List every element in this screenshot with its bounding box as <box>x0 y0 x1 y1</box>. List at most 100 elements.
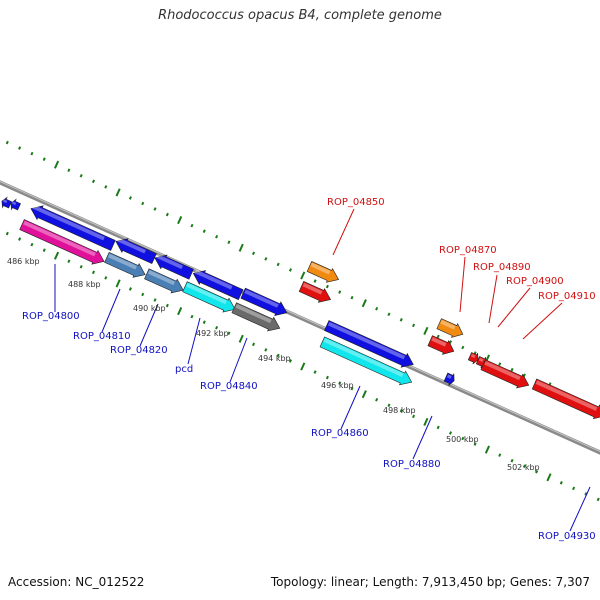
gene-rop-04850-body <box>298 281 332 303</box>
gene-arrow-b-body <box>115 238 157 265</box>
gene-rop-04880 <box>443 372 455 386</box>
lower-ruler-minor-tick <box>375 397 379 402</box>
lower-ruler-minor-tick <box>202 320 206 324</box>
lower-ruler-major-tick <box>115 279 121 288</box>
lower-ruler-major-tick <box>238 334 244 343</box>
gene-arrow-e-body <box>240 287 288 317</box>
gene-rop-04890 <box>467 352 479 365</box>
gene-features <box>1 196 600 420</box>
gene-label: ROP_04880 <box>383 459 441 470</box>
gene-rop-04870-shine <box>431 336 447 347</box>
gene-arrow-d-shine <box>194 269 233 290</box>
leader-line <box>332 208 355 256</box>
gene-rop-04870-body <box>427 335 455 355</box>
upper-ruler-minor-tick <box>276 262 280 267</box>
gene-label: pcd <box>175 364 193 375</box>
genome-backbone <box>0 180 600 455</box>
gene-label: ROP_04860 <box>311 428 369 439</box>
gene-rop-04890-body <box>467 352 479 365</box>
lower-ruler-major-tick <box>54 251 60 260</box>
lower-ruler-minor-tick <box>91 270 96 275</box>
gene-label: ROP_04850 <box>327 197 385 208</box>
gene-label: ROP_04870 <box>439 245 497 256</box>
gene-arrow-left-2 <box>10 198 21 211</box>
upper-ruler-major-tick <box>115 188 121 197</box>
upper-ruler-minor-tick <box>104 185 108 189</box>
upper-ruler-minor-tick <box>461 345 465 350</box>
gene-rop-04910 <box>480 359 530 389</box>
lower-ruler-minor-tick <box>153 298 157 302</box>
gene-arrow-left-1-body <box>1 196 12 209</box>
gene-rop-04840 <box>231 302 281 332</box>
gene-arrow-b-shine <box>117 237 146 254</box>
leader-line <box>340 385 361 430</box>
upper-ruler-minor-tick <box>387 312 391 317</box>
gene-rop-04850-orange <box>306 261 340 283</box>
gene-rop-04800 <box>19 219 105 265</box>
leader-line <box>522 302 563 340</box>
lower-ruler-minor-tick <box>584 492 588 496</box>
lower-ruler-minor-tick <box>350 386 354 391</box>
gene-rop-04870-orange <box>436 318 464 338</box>
leader-line <box>459 256 466 313</box>
gene-rop-04850-orange-shine <box>310 262 331 275</box>
gene-rop-04910-body <box>480 359 530 389</box>
lower-ruler-minor-tick <box>288 359 292 363</box>
lower-ruler-major-tick <box>423 417 429 426</box>
gene-rop-04800-body <box>19 219 105 265</box>
upper-ruler-minor-tick <box>399 318 403 322</box>
gene-label: ROP_04840 <box>200 381 258 392</box>
scale-label: 492 kbp <box>196 329 229 338</box>
upper-ruler-major-tick <box>423 326 429 335</box>
upper-ruler-minor-tick <box>5 140 9 145</box>
lower-ruler-major-tick <box>177 307 183 316</box>
leader-line <box>187 317 201 365</box>
lower-ruler-minor-tick <box>79 265 83 269</box>
gene-arrow-f <box>324 320 414 368</box>
leader-line <box>139 303 159 347</box>
topology-label: Topology: linear; Length: 7,913,450 bp; … <box>270 575 590 589</box>
upper-ruler-minor-tick <box>165 212 169 217</box>
lower-ruler-minor-tick <box>412 414 416 419</box>
gene-rop-04840-shine <box>235 304 272 324</box>
lower-ruler-minor-tick <box>252 342 256 347</box>
lower-ruler-minor-tick <box>18 237 22 241</box>
upper-ruler-major-tick <box>177 216 183 225</box>
upper-ruler-minor-tick <box>79 174 83 178</box>
lower-ruler-minor-tick <box>104 276 108 280</box>
scale-label: 488 kbp <box>68 280 101 289</box>
gene-arrow-left-2-body <box>10 198 21 211</box>
upper-ruler-minor-tick <box>498 362 502 366</box>
scale-label: 490 kbp <box>133 304 166 313</box>
gene-pcd-body <box>182 281 236 313</box>
lower-ruler-major-tick <box>361 390 367 399</box>
gene-arrow-e <box>240 287 288 317</box>
upper-ruler-minor-tick <box>252 251 256 256</box>
lower-ruler-minor-tick <box>190 314 194 319</box>
gene-arrow-a-shine <box>32 204 105 241</box>
gene-label: ROP_04890 <box>473 262 531 273</box>
upper-ruler-minor-tick <box>67 168 71 173</box>
upper-ruler-minor-tick <box>313 279 317 283</box>
gene-labels: ROP_04800ROP_04810ROP_04820pcdROP_04840R… <box>22 197 596 542</box>
lower-ruler-minor-tick <box>338 381 342 385</box>
gene-rop-04870-orange-body <box>436 318 464 338</box>
lower-ruler-minor-tick <box>128 287 132 291</box>
lower-ruler-minor-tick <box>264 348 268 352</box>
gene-arrow-left-2-shine <box>11 201 17 206</box>
leader-line <box>488 274 498 324</box>
upper-ruler-minor-tick <box>264 257 268 261</box>
gene-rop-04870 <box>427 335 455 355</box>
gene-arrow-e-shine <box>244 289 279 308</box>
gene-red-right-body <box>531 378 600 420</box>
gene-rop-04880-body <box>443 372 455 386</box>
upper-ruler-minor-tick <box>30 151 34 156</box>
upper-ruler-minor-tick <box>215 234 219 239</box>
map-title: Rhodococcus opacus B4, complete genome <box>158 8 442 23</box>
gene-arrow-left-1-shine <box>2 199 8 204</box>
lower-ruler-minor-tick <box>559 481 563 485</box>
upper-ruler-minor-tick <box>325 284 329 289</box>
upper-ruler-minor-tick <box>412 323 416 328</box>
upper-ruler-minor-tick <box>338 290 342 294</box>
